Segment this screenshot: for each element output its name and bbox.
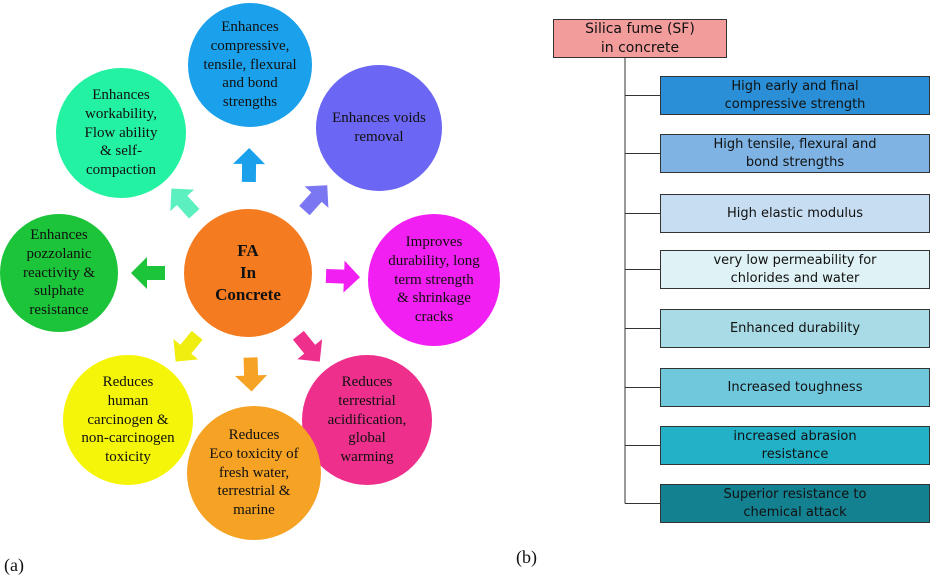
tree-item: High elastic modulus [660, 194, 930, 233]
tree-item: Increased toughness [660, 368, 930, 407]
arrow-down [235, 357, 268, 392]
benefit-circle-strength: Enhances compressive, tensile, flexural … [188, 3, 312, 127]
tree-item: High tensile, flexural and bond strength… [660, 134, 930, 173]
tree-root-silica-fume: Silica fume (SF) in concrete [553, 19, 727, 58]
tree-item: High early and final compressive strengt… [660, 76, 930, 115]
benefit-circle-pozzolanic: Enhances pozzolanic reactivity & sulphat… [0, 214, 118, 332]
center-circle-fa-in-concrete: FA In Concrete [184, 209, 312, 337]
arrow-left [131, 257, 165, 289]
arrow-up-right [299, 185, 329, 216]
benefit-circle-durability: Improves durability, long term strength … [368, 214, 500, 346]
panel-label-b: (b) [516, 547, 537, 567]
benefit-circle-workability: Enhances workability, Flow ability & sel… [56, 68, 186, 198]
tree-item: very low permeability for chlorides and … [660, 250, 930, 289]
arrow-right [325, 260, 360, 293]
panel-label-a: (a) [4, 555, 24, 575]
tree-item: increased abrasion resistance [660, 426, 930, 465]
benefit-circle-ecotoxicity: Reduces Eco toxicity of fresh water, ter… [187, 406, 321, 540]
tree-item: Enhanced durability [660, 309, 930, 348]
benefit-circle-acidification: Reduces terrestrial acidification, globa… [302, 355, 432, 485]
arrow-down-left [173, 330, 203, 362]
arrow-down-right [292, 330, 323, 362]
benefit-circle-voids: Enhances voids removal [316, 65, 442, 191]
arrow-up-left [170, 188, 200, 219]
arrow-up [233, 148, 266, 183]
benefit-circle-carcinogen: Reduces human carcinogen & non-carcinoge… [63, 355, 193, 485]
tree-item: Superior resistance to chemical attack [660, 484, 930, 523]
